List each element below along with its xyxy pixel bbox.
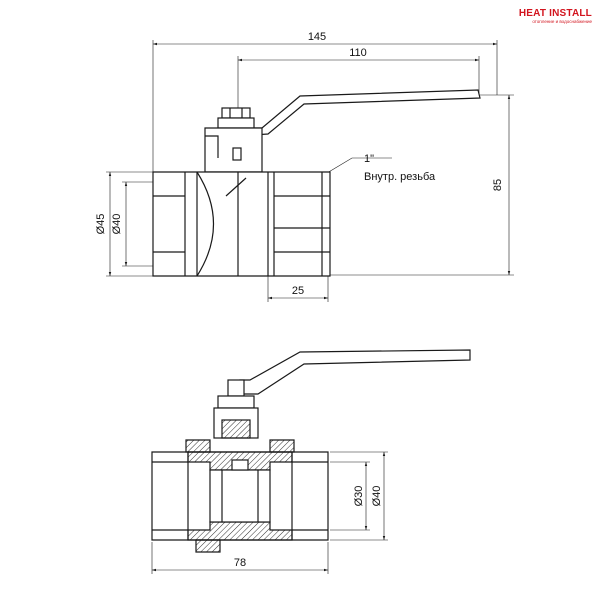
dim-thread-diameter: Ø40 — [371, 486, 383, 507]
brand-logo: HEAT INSTALL отопление и водоснабжение — [510, 8, 592, 24]
valve-body — [152, 171, 331, 277]
dim-inner-diameter: Ø40 — [111, 214, 123, 235]
dimension-lines-top — [106, 40, 514, 302]
dim-thread-length: 25 — [292, 285, 304, 297]
valve-ball — [209, 469, 271, 523]
top-view — [106, 40, 514, 302]
dim-outer-diameter: Ø45 — [95, 214, 107, 235]
handle-lever — [237, 89, 481, 137]
dim-handle-length: 110 — [349, 47, 367, 59]
dim-bore-diameter: Ø30 — [353, 486, 365, 507]
thread-type-label: Внутр. резьба — [364, 171, 436, 183]
dim-height: 85 — [492, 179, 504, 191]
dimension-lines-bottom — [151, 451, 388, 574]
dim-total-length: 145 — [308, 31, 326, 43]
handle-lever-section — [239, 349, 471, 395]
dim-body-length: 78 — [234, 557, 246, 569]
thread-size-label: 1" — [364, 153, 374, 165]
bottom-view — [151, 349, 471, 574]
brand-tagline: отопление и водоснабжение — [532, 19, 592, 24]
brand-name: HEAT INSTALL — [518, 8, 592, 19]
